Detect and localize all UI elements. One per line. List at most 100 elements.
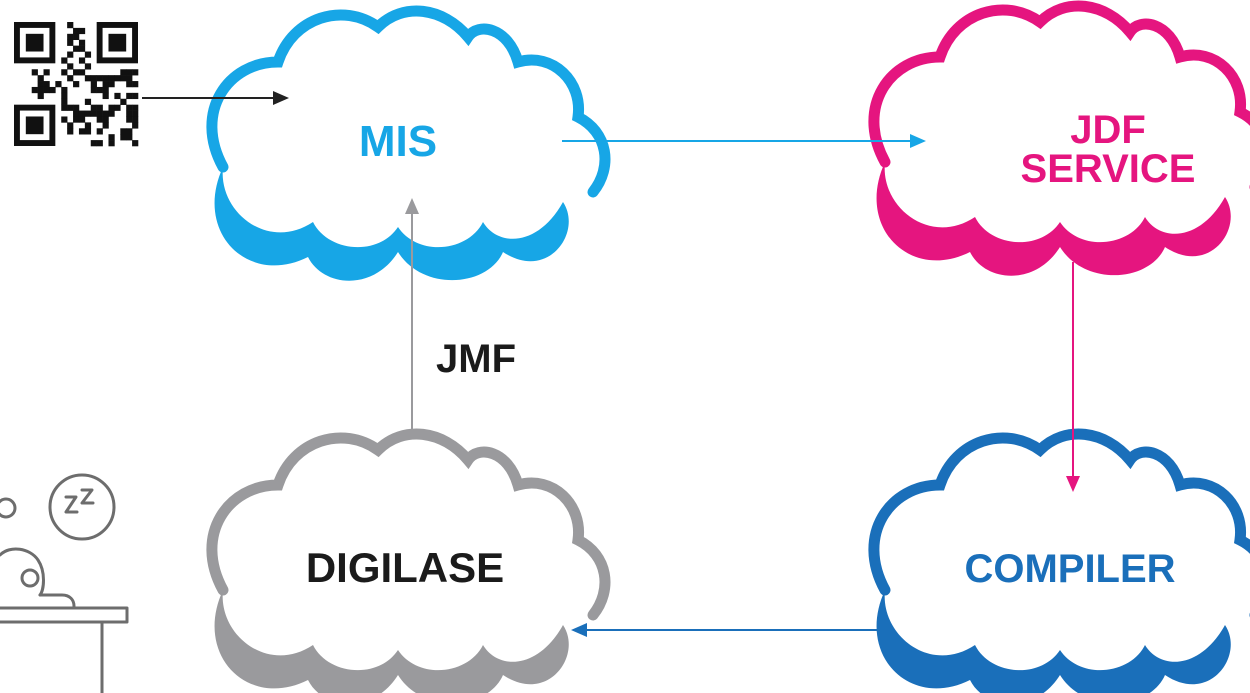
qr-module (96, 140, 103, 147)
jdf-label-line-1: JDF (1070, 108, 1146, 152)
qr-module (73, 104, 80, 111)
qr-module (49, 86, 56, 94)
qr-module (132, 92, 139, 100)
qr-module (61, 92, 68, 100)
qr-module (120, 98, 127, 105)
qr-module (102, 116, 109, 123)
qr-module (73, 27, 80, 35)
arrow-qr-to-mis (142, 91, 289, 105)
qr-module (37, 92, 44, 100)
qr-module (78, 27, 86, 35)
qr-module (102, 81, 109, 88)
qr-module (61, 98, 68, 105)
qr-module (126, 92, 133, 100)
qr-module (96, 86, 103, 94)
qr-module (61, 116, 68, 123)
arrow-compiler-to-digilase (571, 623, 880, 637)
qr-module (37, 81, 44, 88)
qr-module (132, 140, 139, 147)
arrow-mis-to-jdf (562, 134, 926, 148)
qr-module (132, 81, 139, 88)
qr-module (78, 69, 86, 76)
qr-module (37, 75, 44, 82)
qr-finder-pattern (108, 33, 127, 52)
qr-module (61, 104, 68, 111)
qr-module (43, 69, 50, 76)
qr-module (84, 75, 92, 82)
qr-module (126, 134, 133, 141)
qr-module (108, 134, 115, 141)
qr-module (61, 57, 68, 64)
qr-module (108, 104, 115, 111)
qr-module (84, 51, 92, 58)
arrow-digilase-to-mis (405, 198, 419, 430)
qr-module (102, 86, 109, 94)
qr-module (43, 81, 50, 88)
qr-module (102, 122, 109, 129)
qr-module (90, 86, 97, 94)
jdf-label-line-2: SERVICE (1021, 147, 1196, 191)
qr-module (78, 45, 86, 52)
qr-module (67, 128, 74, 135)
qr-module (73, 45, 80, 52)
mis-label: MIS (359, 117, 437, 166)
qr-module (126, 75, 133, 82)
qr-module (114, 104, 121, 111)
qr-module (90, 81, 97, 88)
qr-module (132, 116, 139, 123)
qr-module (67, 122, 74, 129)
cloud-jdf (868, 0, 1250, 276)
qr-module (102, 110, 109, 117)
qr-module (78, 116, 86, 123)
qr-module (67, 22, 74, 29)
qr-module (108, 140, 115, 147)
qr-module (31, 86, 38, 94)
qr-module (96, 116, 103, 123)
qr-module (132, 110, 139, 117)
qr-module (126, 69, 133, 76)
cloud-mis (206, 5, 611, 281)
qr-module (120, 75, 127, 82)
qr-module (31, 69, 38, 76)
qr-module (108, 81, 115, 88)
qr-module (78, 110, 86, 117)
qr-module (55, 81, 62, 88)
qr-module (78, 57, 86, 64)
qr-module (96, 75, 103, 82)
qr-module (96, 128, 103, 135)
qr-module (84, 128, 92, 135)
qr-module (132, 122, 139, 129)
qr-module (67, 104, 74, 111)
compiler-label: COMPILER (964, 547, 1175, 591)
qr-module (90, 75, 97, 82)
qr-module (73, 110, 80, 117)
qr-module (96, 110, 103, 117)
qr-module (120, 134, 127, 141)
qr-module (73, 81, 80, 88)
qr-module (61, 86, 68, 94)
digilase-label: DIGILASE (306, 544, 504, 591)
qr-module (126, 128, 133, 135)
qr-module (84, 63, 92, 70)
qr-module (132, 104, 139, 111)
qr-module (96, 104, 103, 111)
qr-module (43, 86, 50, 94)
qr-module (37, 86, 44, 94)
jmf-label: JMF (436, 337, 516, 381)
qr-module (102, 75, 109, 82)
qr-module (73, 116, 80, 123)
qr-module (120, 128, 127, 135)
qr-module (102, 92, 109, 100)
qr-module (90, 140, 97, 147)
qr-module (78, 128, 86, 135)
qr-module (108, 110, 115, 117)
qr-module (126, 104, 133, 111)
qr-module (126, 116, 133, 123)
qr-module (90, 110, 97, 117)
qr-module (84, 122, 92, 129)
qr-module (67, 33, 74, 41)
qr-module (84, 98, 92, 105)
qr-module (67, 63, 74, 70)
qr-module (61, 69, 68, 76)
